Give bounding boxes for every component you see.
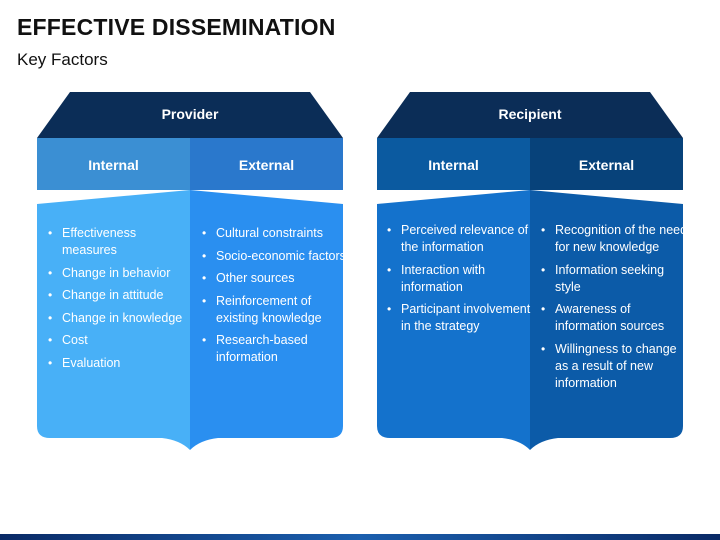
list-item: Interaction with information bbox=[387, 262, 533, 296]
list-item: Information seeking style bbox=[541, 262, 689, 296]
list-item: Cost bbox=[48, 332, 190, 349]
recipient-title: Recipient bbox=[498, 106, 562, 122]
list-item: Socio-economic factors bbox=[202, 248, 348, 265]
provider-external-header bbox=[190, 138, 343, 190]
provider-internal-header bbox=[37, 138, 190, 190]
list-item: Change in knowledge bbox=[48, 310, 190, 327]
list-item: Research-based information bbox=[202, 332, 348, 366]
list-item: Willingness to change as a result of new… bbox=[541, 341, 689, 392]
recipient-internal-heading: Internal bbox=[428, 157, 479, 173]
recipient-internal-header bbox=[377, 138, 530, 190]
provider-title: Provider bbox=[161, 106, 219, 122]
provider-roof bbox=[37, 92, 343, 138]
recipient-internal-list: Perceived relevance of the information I… bbox=[387, 222, 533, 341]
recipient-external-header bbox=[530, 138, 683, 190]
list-item: Cultural constraints bbox=[202, 225, 348, 242]
recipient-roof bbox=[377, 92, 683, 138]
page-subtitle: Key Factors bbox=[17, 50, 108, 69]
provider-internal-list: Effectiveness measures Change in behavio… bbox=[48, 225, 190, 377]
provider-internal-heading: Internal bbox=[88, 157, 139, 173]
footer-bar bbox=[0, 534, 720, 540]
list-item: Participant involvement in the strategy bbox=[387, 301, 533, 335]
list-item: Reinforcement of existing knowledge bbox=[202, 293, 348, 327]
recipient-external-heading: External bbox=[578, 157, 635, 173]
list-item: Perceived relevance of the information bbox=[387, 222, 533, 256]
list-item: Change in behavior bbox=[48, 265, 190, 282]
recipient-external-list: Recognition of the need for new knowledg… bbox=[541, 222, 689, 397]
list-item: Evaluation bbox=[48, 355, 190, 372]
list-item: Awareness of information sources bbox=[541, 301, 689, 335]
list-item: Change in attitude bbox=[48, 287, 190, 304]
list-item: Effectiveness measures bbox=[48, 225, 190, 259]
provider-external-heading: External bbox=[238, 157, 295, 173]
provider-external-list: Cultural constraints Socio-economic fact… bbox=[202, 225, 348, 372]
list-item: Recognition of the need for new knowledg… bbox=[541, 222, 689, 256]
list-item: Other sources bbox=[202, 270, 348, 287]
page-title: EFFECTIVE DISSEMINATION bbox=[17, 14, 336, 40]
